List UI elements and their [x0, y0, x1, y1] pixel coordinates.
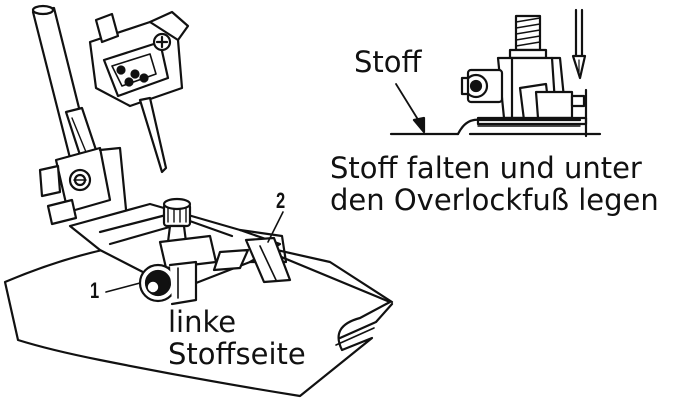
- guide-plate: [244, 236, 292, 284]
- callout-2: 2: [276, 188, 286, 213]
- presser-bar: [31, 4, 98, 160]
- wrong-side-line-1: linke: [168, 305, 237, 339]
- needle-clamp: [88, 10, 190, 108]
- fabric-pointer-arrow: [395, 83, 426, 134]
- fabric-label: Stoff: [354, 45, 422, 79]
- guide-screw-top: [158, 197, 218, 270]
- foot-shank: [38, 146, 130, 238]
- callout-leaders: [105, 211, 284, 293]
- detail-drawing: [389, 8, 602, 138]
- caption-line-2: den Overlockfuß legen: [330, 183, 659, 217]
- needle: [138, 96, 168, 174]
- callout-1: 1: [90, 278, 100, 303]
- caption-line-1: Stoff falten und unter: [330, 151, 642, 185]
- wrong-side-line-2: Stoffseite: [168, 337, 306, 371]
- adjustment-knob: [138, 260, 198, 306]
- wrong-side-label: linke Stoffseite: [168, 306, 306, 370]
- instruction-caption: Stoff falten und unter den Overlockfuß l…: [330, 152, 659, 216]
